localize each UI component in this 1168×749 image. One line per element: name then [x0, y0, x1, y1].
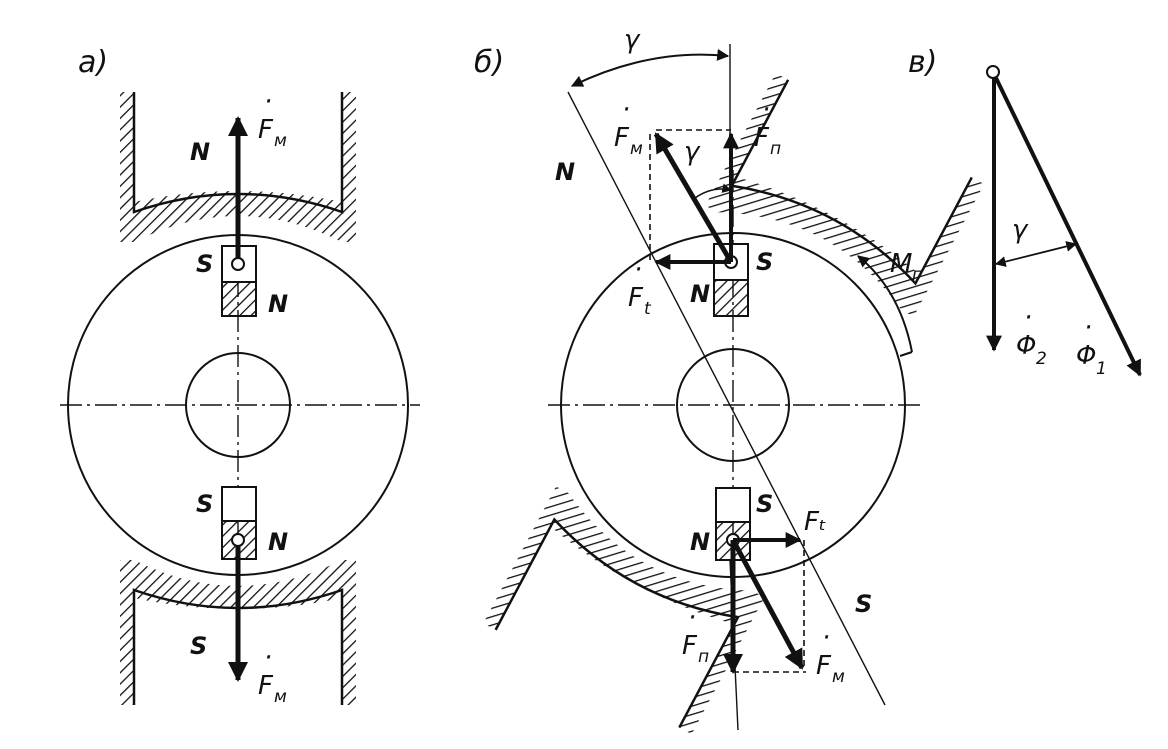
- label-Phi-2-c: Φ: [1016, 331, 1036, 361]
- stator-poles-rotated: [483, 73, 985, 735]
- torque-arc-b: [857, 255, 913, 353]
- label-sub-2-c: 2: [1036, 349, 1047, 369]
- magnet-bottom-s-a: [221, 486, 257, 522]
- label-sub-m-top-a: м: [274, 131, 287, 151]
- magnet-top-n-a: [221, 281, 257, 317]
- label-sub-n-bottom-b: п: [698, 647, 709, 667]
- label-F-n-top-b: F: [754, 123, 770, 153]
- dot-Fm-bottom-a: ·: [264, 643, 272, 673]
- dot-phi1-c: ·: [1084, 313, 1092, 343]
- label-gamma-top-b: γ: [624, 25, 641, 55]
- label-N-stator-top-a: N: [190, 138, 210, 166]
- phasor-phi1-c: [994, 77, 1142, 377]
- gamma-arc-c: [994, 241, 1078, 267]
- label-sub-r-torque-b: г: [912, 265, 921, 285]
- label-Phi-1-c: Φ: [1076, 341, 1096, 371]
- label-S-magnet-bottom-a: S: [196, 490, 213, 518]
- dot-Fm-top-a: ·: [264, 87, 272, 117]
- dot-Fm-bottom-b: ·: [822, 623, 830, 653]
- label-F-m-top-b: F: [614, 123, 630, 153]
- phasor-origin-c: [986, 65, 1000, 79]
- panel-b: б) γ γ: [474, 25, 985, 735]
- stator-pole-bottom-hatch: [120, 560, 356, 705]
- label-N-magnet-bottom-a: N: [268, 528, 288, 556]
- label-N-magnet-top-b: N: [690, 280, 710, 308]
- force-Fm-bottom-b: [730, 538, 805, 670]
- label-F-bottom-a: F: [258, 671, 274, 701]
- label-S-magnet-top-a: S: [196, 250, 213, 278]
- panel-a-label: а): [78, 45, 108, 80]
- label-N-magnet-bottom-b: N: [690, 528, 710, 556]
- label-sub-t-top-b: t: [644, 299, 652, 319]
- magnet-top-n-b: [713, 279, 749, 317]
- torque-tick-b: [899, 351, 913, 357]
- label-N-stator-b: N: [555, 158, 575, 186]
- stator-pole-top-hatch-b: [705, 73, 985, 317]
- dot-Fm-top-b: ·: [622, 95, 630, 125]
- label-F-m-bottom-b: F: [816, 651, 832, 681]
- label-sub-m-bottom-a: м: [274, 687, 287, 707]
- label-sub-m-bottom-b: м: [832, 667, 845, 687]
- dot-phi2-c: ·: [1024, 303, 1032, 333]
- stator-pole-top-outline-b: [729, 79, 973, 286]
- label-S-stator-b: S: [855, 590, 872, 618]
- label-gamma-c: γ: [1012, 215, 1029, 245]
- gamma-arc-inner-top-b: [694, 183, 732, 199]
- label-gamma-inner-b: γ: [684, 137, 701, 167]
- label-sub-1-c: 1: [1096, 359, 1107, 379]
- label-Ft-bottom-b: Fₜ: [804, 507, 827, 537]
- magnet-bottom-s-b: [715, 487, 751, 523]
- label-sub-n-top-b: п: [770, 139, 781, 159]
- force-Fm-top-b: [653, 132, 734, 264]
- panel-b-label: б): [474, 45, 504, 80]
- pivot-bottom-a: [231, 533, 245, 547]
- label-sub-m-top-b: м: [630, 139, 643, 159]
- label-S-magnet-bottom-b: S: [756, 490, 773, 518]
- label-S-magnet-top-b: S: [756, 248, 773, 276]
- label-F-t-top-b: F: [628, 283, 644, 313]
- stator-pole-bottom-outline-b: [494, 517, 740, 729]
- pivot-top-a: [231, 257, 245, 271]
- label-F-n-bottom-b: F: [682, 631, 698, 661]
- stator-pole-top-hatch: [120, 92, 356, 242]
- gamma-arc-b: [570, 48, 730, 87]
- label-S-stator-bottom-a: S: [190, 632, 207, 660]
- label-N-magnet-top-a: N: [268, 290, 288, 318]
- label-M-torque-b: M: [890, 249, 912, 279]
- stator-axis-b: [567, 91, 886, 706]
- dot-Fn-bottom-b: ·: [688, 603, 696, 633]
- label-F-top-a: F: [258, 115, 274, 145]
- dot-Ft-top-b: ·: [634, 255, 642, 285]
- panel-c-label: в): [908, 45, 937, 80]
- dot-Fn-top-b: ·: [762, 95, 770, 125]
- panel-c: в) γ · Φ 2 · Φ 1: [908, 45, 1142, 379]
- panel-a: а) N S N S N S · F м · F м: [60, 45, 420, 707]
